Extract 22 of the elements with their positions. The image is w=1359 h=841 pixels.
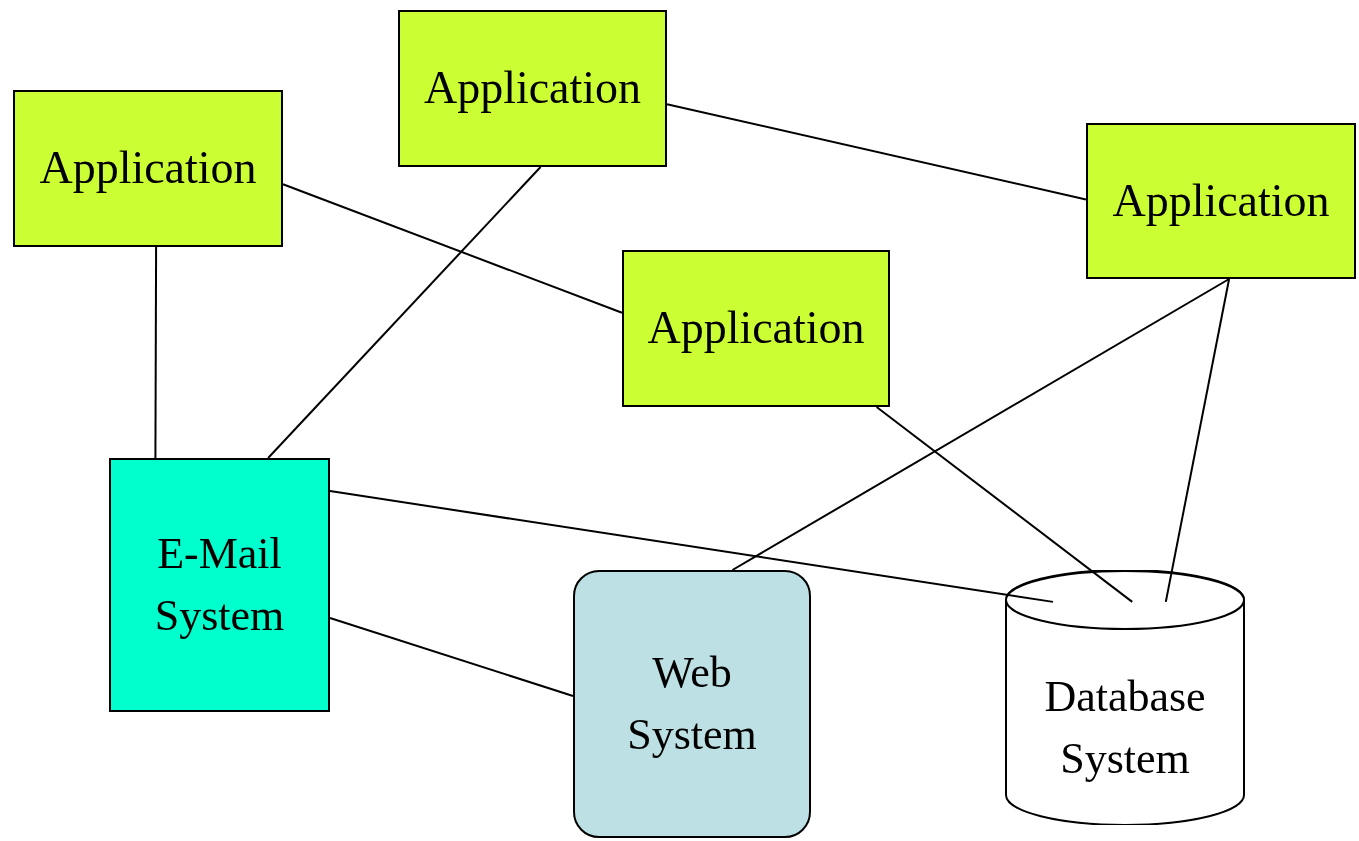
connector-line <box>731 278 1231 571</box>
connector-line <box>666 103 1087 201</box>
system-rounded-box <box>573 570 811 838</box>
connector-line <box>154 246 158 459</box>
application-box <box>398 10 667 167</box>
node-label: Application <box>423 61 642 116</box>
system-box <box>109 458 330 712</box>
node-label: Application <box>39 141 257 196</box>
connector-line <box>282 183 623 314</box>
node-label: E-Mail System <box>153 528 286 642</box>
connector-line <box>329 490 1054 603</box>
connector-line <box>875 406 1134 603</box>
connector-line <box>1164 278 1231 603</box>
application-box <box>622 250 890 407</box>
node-label: Application <box>647 301 865 356</box>
application-box <box>13 90 283 247</box>
connector-line <box>329 617 574 697</box>
application-box <box>1086 123 1356 279</box>
node-label: Application <box>1112 173 1330 228</box>
node-label: Database System <box>1043 670 1207 785</box>
node-label: Web System <box>626 647 758 761</box>
connector-line <box>267 166 542 459</box>
